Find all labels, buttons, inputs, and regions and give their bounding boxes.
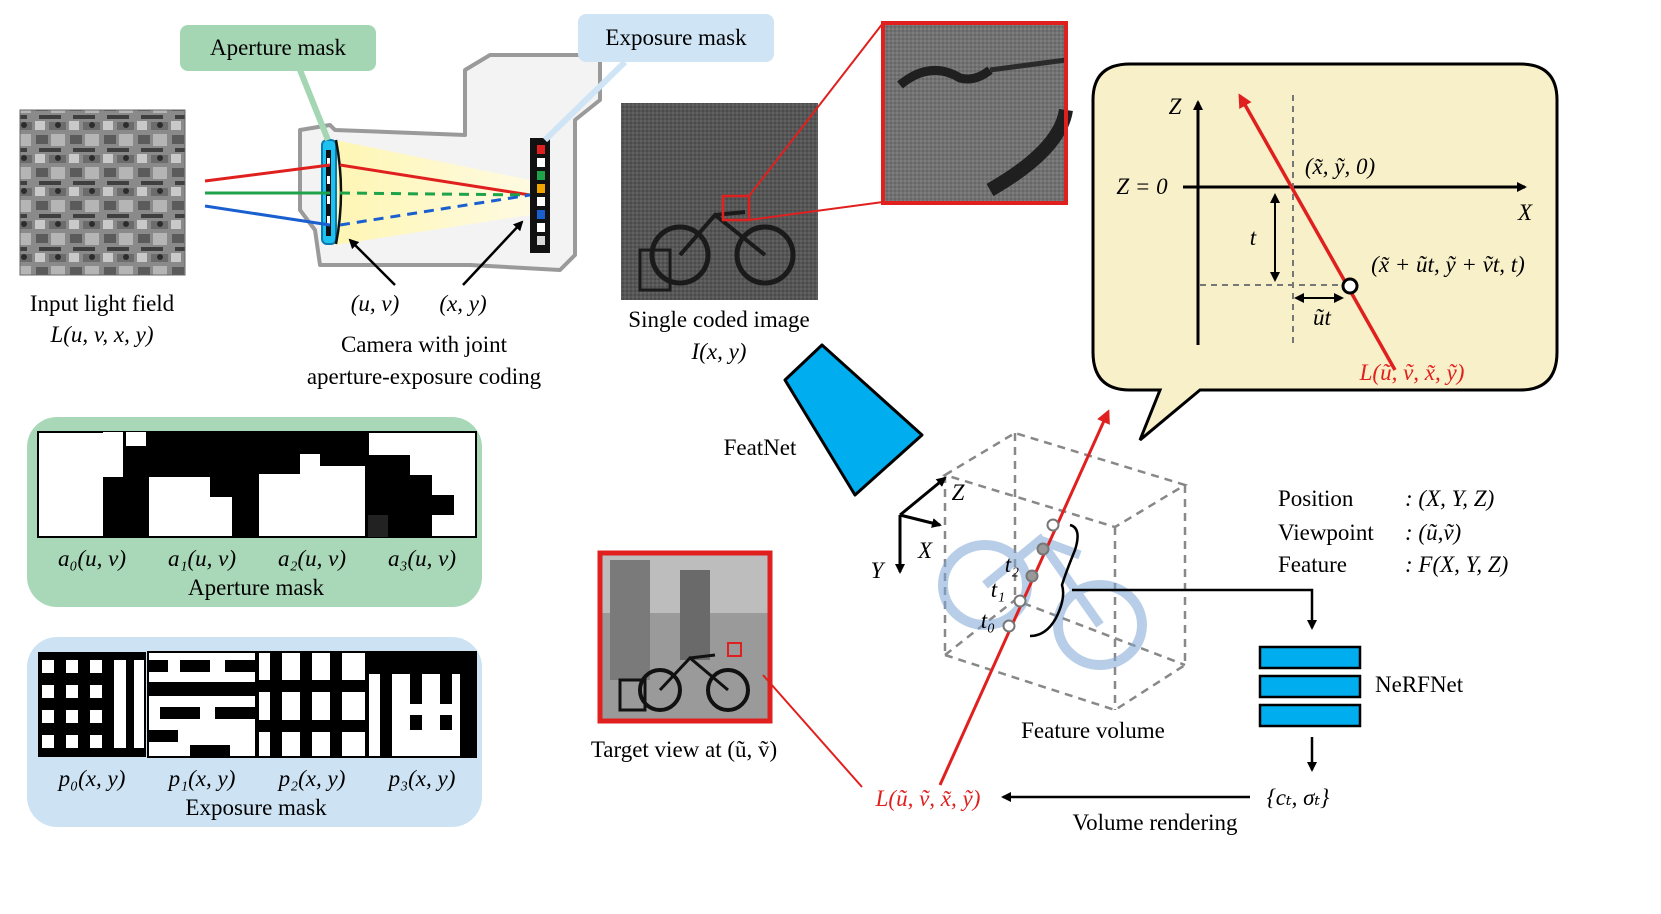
aperture-tag [180, 25, 376, 71]
aperture-mask-1 [147, 431, 257, 538]
exposure-mask-label-3: p₃(x, y) [387, 766, 456, 791]
bubble-t: t [1250, 225, 1257, 250]
input-title: Input light field [30, 291, 175, 316]
volume-axis-x: X [917, 538, 933, 563]
bubble-z0: Z = 0 [1116, 174, 1168, 199]
render-arrow-label: Volume rendering [1072, 810, 1238, 835]
zoom-patch [881, 21, 1073, 205]
exposure-mask-3 [367, 651, 477, 758]
sample-point [1341, 277, 1359, 295]
input-formula: L(u, v, x, y) [49, 322, 153, 347]
bubble-point: (x̃ + ũt, ỹ + ṽt, t) [1371, 252, 1525, 277]
target-view: Target view at (ũ, ṽ) [591, 550, 863, 788]
sample-t0: t₀ [981, 608, 995, 633]
camera-caption-2: aperture-exposure coding [307, 364, 542, 389]
ray-geometry-bubble: Z X Z = 0 t ũt (x̃, ỹ, 0) (x̃ + ũt, ỹ + … [1091, 62, 1559, 442]
featnet-trapezoid [783, 343, 924, 497]
nerf-inputs: Position : (X, Y, Z) Viewpoint : (ũ,ṽ) F… [1278, 486, 1508, 577]
bubble-ut: ũt [1313, 305, 1332, 330]
aperture-mask-0 [37, 431, 147, 538]
volume-axis-y: Y [871, 558, 886, 583]
volume-caption: Feature volume [1021, 718, 1165, 743]
input-value-2: : F(X, Y, Z) [1405, 552, 1508, 577]
light-field-image [19, 109, 186, 276]
featnet-label: FeatNet [724, 435, 797, 460]
input-value-0: : (X, Y, Z) [1405, 486, 1494, 511]
uv-label: (u, v) [351, 291, 400, 316]
zoom-region [721, 194, 751, 222]
bubble-ray-label: L(ũ, ṽ, x̃, ỹ) [1359, 360, 1465, 385]
svg-text:Exposure mask: Exposure mask [605, 25, 747, 50]
svg-text:Aperture mask: Aperture mask [210, 35, 347, 60]
aperture-mask-3 [367, 431, 477, 538]
feature-volume: Z X Y t₂ t₁ t₀ Feature volume [871, 409, 1317, 786]
coded-image: Single coded image I(x, y) [621, 22, 884, 364]
bubble-z-axis: Z [1169, 94, 1182, 119]
exposure-mask-2 [257, 651, 367, 758]
rendering: L(ũ, ṽ, x̃, ỹ) Volume rendering [875, 786, 1250, 835]
xy-label: (x, y) [439, 291, 486, 316]
exposure-mask-label-2: p₂(x, y) [277, 766, 346, 791]
volume-axis-z: Z [952, 480, 965, 505]
aperture-mask-2 [257, 431, 367, 538]
exposure-panel-title: Exposure mask [185, 795, 327, 820]
aperture-mask-label-0: a₀(u, v) [58, 546, 126, 571]
input-name-2: Feature [1278, 552, 1347, 577]
target-view-frame [597, 550, 773, 724]
exposure-sensor [530, 138, 550, 253]
camera-caption-1: Camera with joint [341, 332, 508, 357]
nerfnet: NeRFNet {cₜ, σₜ} [1258, 645, 1464, 810]
exposure-mask-0 [38, 652, 146, 757]
nerfnet-label: NeRFNet [1375, 672, 1464, 697]
aperture-mask-label-2: a₂(u, v) [278, 546, 346, 571]
nerfnet-layer-1 [1258, 645, 1362, 670]
aperture-mask-label-1: a₁(u, v) [168, 546, 236, 571]
exposure-panel: p₀(x, y) p₁(x, y) p₂(x, y) p₃(x, y) Expo… [27, 637, 482, 827]
coded-caption-2: I(x, y) [691, 339, 747, 364]
nerfnet-layer-3 [1258, 703, 1362, 728]
nerfnet-layer-2 [1258, 674, 1362, 699]
coded-caption-1: Single coded image [628, 307, 809, 332]
exposure-mask-label-1: p₁(x, y) [167, 766, 236, 791]
input-value-1: : (ũ,ṽ) [1405, 520, 1461, 545]
sample-t1: t₁ [991, 577, 1005, 602]
input-light-field: Input light field L(u, v, x, y) [19, 109, 186, 347]
exposure-tag [578, 14, 774, 62]
camera: Aperture mask Exposure mask (u, v) (x, y… [180, 14, 774, 389]
bubble-origin: (x̃, ỹ, 0) [1305, 154, 1375, 179]
aperture-panel-title: Aperture mask [188, 575, 325, 600]
aperture-mask-label-3: a₃(u, v) [388, 546, 456, 571]
aperture-panel: a₀(u, v) a₁(u, v) a₂(u, v) a₃(u, v) Aper… [27, 417, 482, 607]
target-view-caption: Target view at (ũ, ṽ) [591, 737, 777, 762]
input-name-1: Viewpoint [1278, 520, 1374, 545]
render-ray-label: L(ũ, ṽ, x̃, ỹ) [875, 786, 981, 811]
sample-t2: t₂ [1005, 552, 1019, 577]
input-name-0: Position [1278, 486, 1354, 511]
exposure-mask-1 [147, 651, 257, 758]
featnet: FeatNet [724, 343, 924, 497]
exposure-mask-label-0: p₀(x, y) [57, 766, 126, 791]
bubble-x-axis: X [1517, 200, 1533, 225]
nerfnet-output: {cₜ, σₜ} [1267, 785, 1330, 810]
